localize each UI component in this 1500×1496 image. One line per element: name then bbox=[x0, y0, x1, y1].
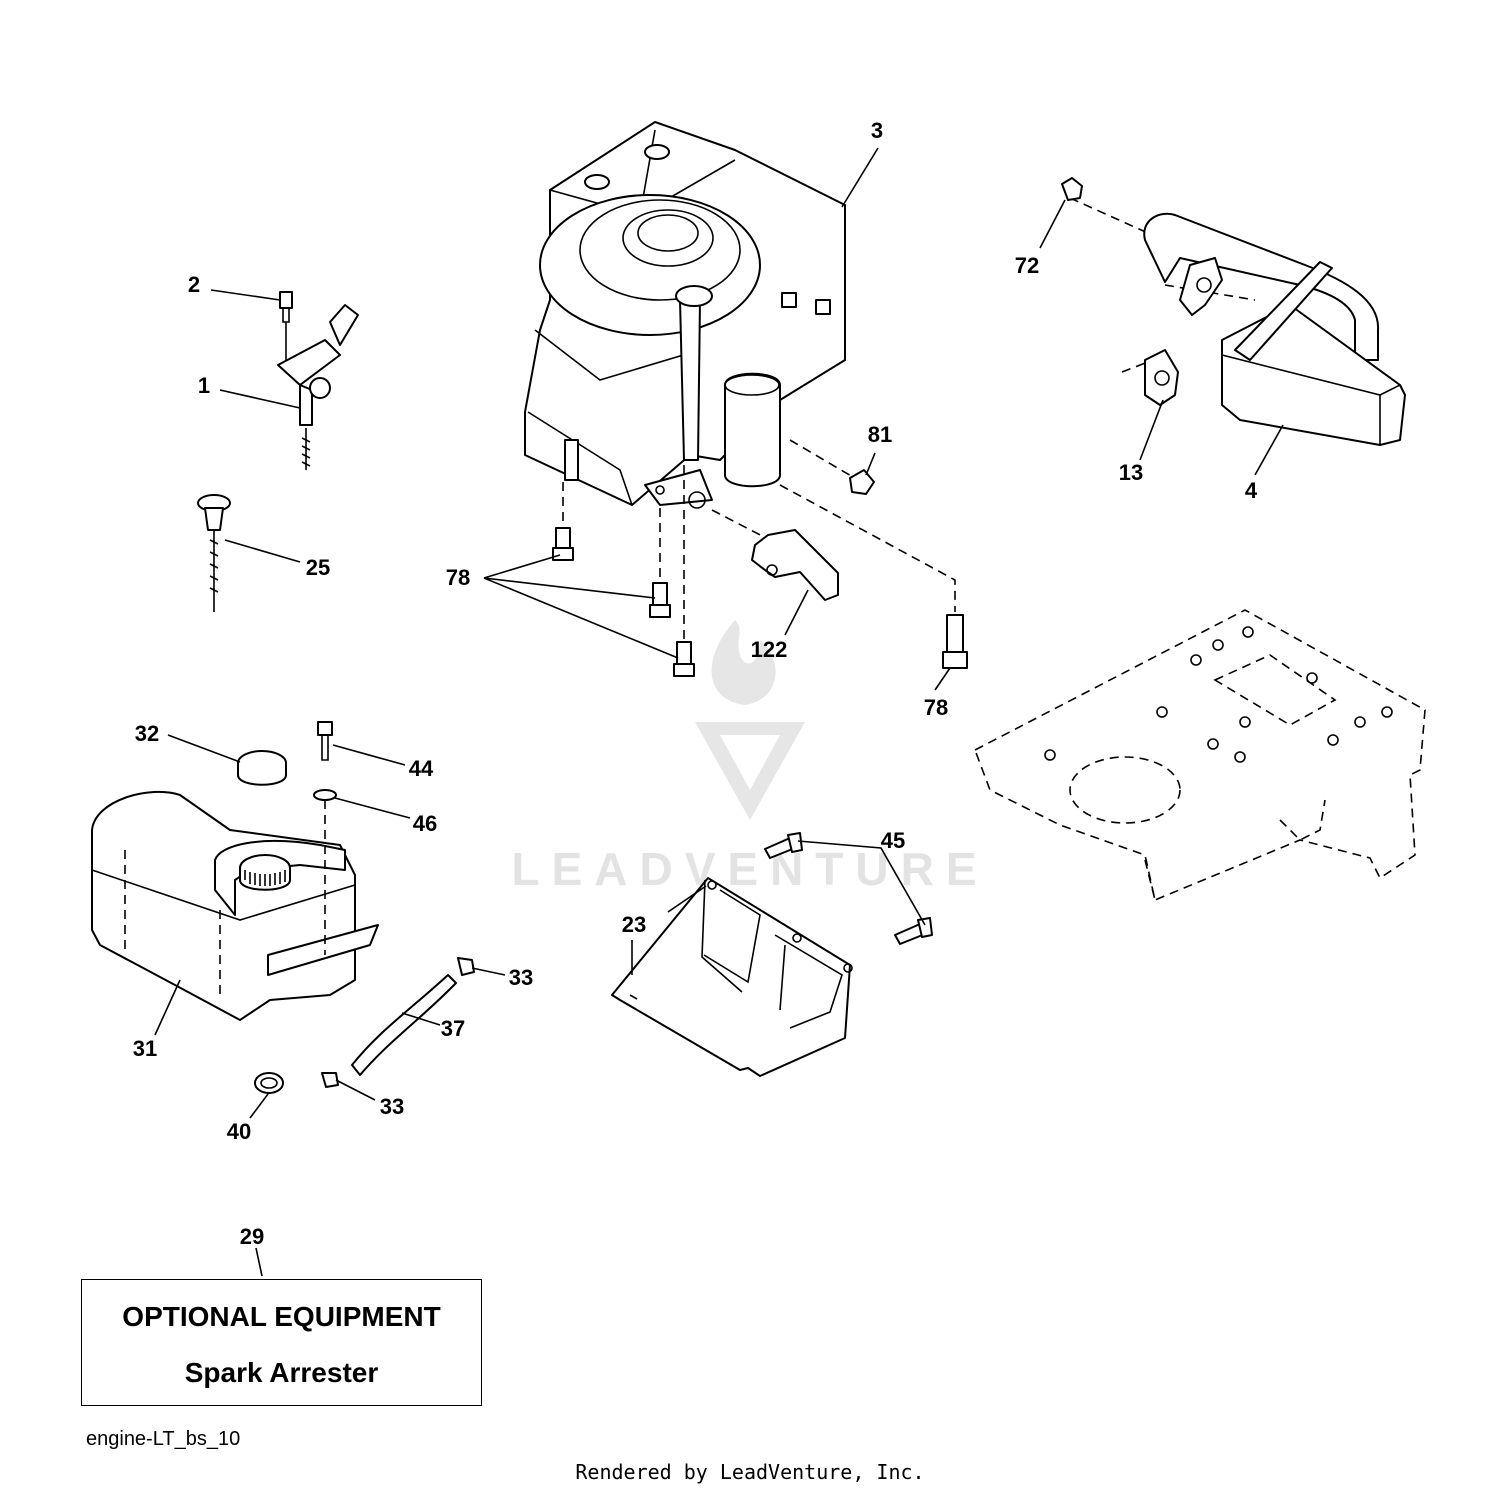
callout-31: 31 bbox=[133, 1036, 157, 1061]
leader-lines bbox=[154, 147, 1284, 1277]
callout-2: 2 bbox=[188, 272, 200, 297]
optional-equipment-title: OPTIONAL EQUIPMENT bbox=[122, 1301, 441, 1332]
callout-40: 40 bbox=[227, 1119, 251, 1144]
callout-81: 81 bbox=[868, 422, 892, 447]
heat-shield bbox=[711, 509, 839, 601]
engine-shield bbox=[611, 832, 933, 1077]
optional-equipment-box: OPTIONAL EQUIPMENT Spark Arrester bbox=[81, 1279, 482, 1406]
callout-37: 37 bbox=[441, 1016, 465, 1041]
callout-4: 4 bbox=[1245, 478, 1258, 503]
callout-72: 72 bbox=[1015, 253, 1039, 278]
callout-13: 13 bbox=[1119, 460, 1143, 485]
render-credit: Rendered by LeadVenture, Inc. bbox=[575, 1460, 925, 1484]
callout-1: 1 bbox=[198, 373, 210, 398]
choke-control bbox=[197, 494, 231, 612]
callout-46: 46 bbox=[413, 811, 437, 836]
fuel-line bbox=[254, 957, 475, 1094]
callout-32: 32 bbox=[135, 721, 159, 746]
optional-equipment-item: Spark Arrester bbox=[184, 1357, 379, 1388]
tractor-frame bbox=[974, 609, 1426, 902]
callout-29: 29 bbox=[240, 1224, 264, 1249]
engine-bolts bbox=[552, 439, 968, 677]
callout-25: 25 bbox=[306, 555, 330, 580]
fuel-tank-assembly bbox=[91, 721, 379, 1021]
callout-44: 44 bbox=[409, 756, 434, 781]
callout-33-upper: 33 bbox=[509, 965, 533, 990]
callout-78-right: 78 bbox=[924, 695, 948, 720]
throttle-control bbox=[277, 291, 359, 470]
callout-45: 45 bbox=[881, 828, 905, 853]
watermark-text: LEADVENTURE bbox=[511, 843, 988, 895]
callout-78-left: 78 bbox=[446, 565, 470, 590]
callout-3: 3 bbox=[871, 118, 883, 143]
callout-122: 122 bbox=[751, 637, 788, 662]
callout-labels: 2 1 3 4 13 72 81 25 78 122 78 32 44 46 4… bbox=[133, 118, 1258, 1249]
muffler-assembly bbox=[1061, 177, 1406, 446]
figure-id: engine-LT_bs_10 bbox=[86, 1428, 241, 1450]
engine bbox=[524, 121, 846, 509]
callout-33-lower: 33 bbox=[380, 1094, 404, 1119]
watermark-logo: LEADVENTURE bbox=[511, 620, 988, 895]
callout-23: 23 bbox=[622, 912, 646, 937]
